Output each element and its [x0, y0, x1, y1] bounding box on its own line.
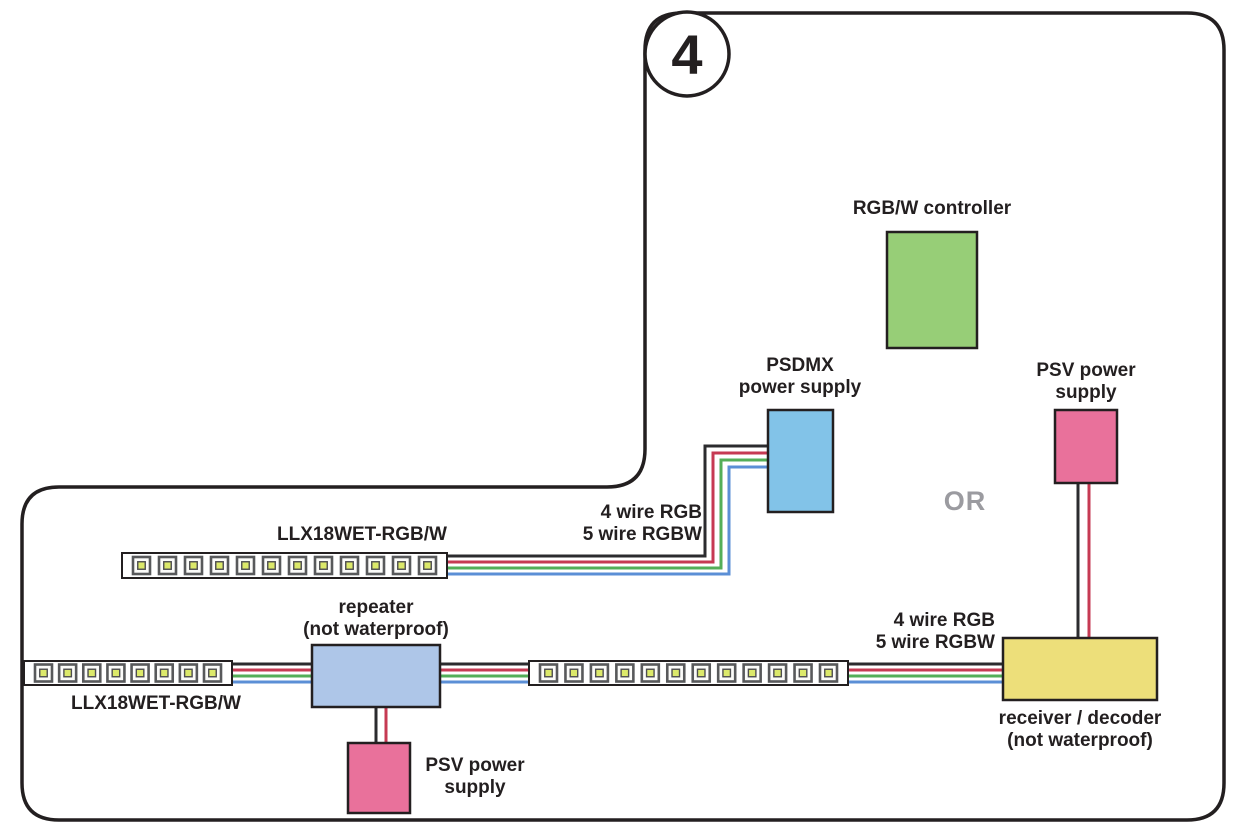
blue-wire-top-bundle	[447, 465, 768, 576]
repeater-label: repeater (not waterproof)	[286, 597, 466, 642]
wire-right-label-line2: 5 wire RGBW	[875, 632, 995, 654]
or-label-text: OR	[943, 486, 987, 516]
wire-mid-label-line1: 4 wire RGB	[600, 502, 702, 523]
black-wire-top-bundle	[447, 444, 768, 558]
led-chips-bottom-left	[33, 663, 223, 683]
psdmx-label-line2: power supply	[738, 377, 862, 399]
strip-bottom-label: LLX18WET-RGB/W	[46, 693, 266, 715]
wire-mid-label: 4 wire RGB 5 wire RGBW	[520, 502, 702, 547]
black-power-wires	[374, 483, 1080, 744]
strip-top-label: LLX18WET-RGB/W	[240, 524, 447, 546]
wire-right-label-line1: 4 wire RGB	[893, 610, 995, 631]
strip-top-label-text: LLX18WET-RGB/W	[277, 524, 447, 545]
figure-number: 4	[671, 23, 702, 86]
controller-label: RGB/W controller	[832, 198, 1032, 220]
psv-top-label-line2: supply	[1055, 382, 1117, 404]
psv-bottom-label-line2: supply	[444, 777, 506, 799]
green-wire-top-bundle	[447, 458, 768, 570]
strip-bottom-label-text: LLX18WET-RGB/W	[71, 693, 241, 714]
rgbw-controller-box	[885, 230, 979, 350]
led-strip-bottom-left	[23, 660, 233, 686]
repeater-box	[310, 643, 442, 709]
wire-mid-label-line2: 5 wire RGBW	[582, 524, 702, 546]
controller-label-text: RGB/W controller	[852, 198, 1012, 219]
red-power-wires	[384, 483, 1091, 744]
receiver-label: receiver / decoder (not waterproof)	[980, 708, 1180, 753]
red-wire-top-bundle	[447, 451, 768, 564]
psdmx-label-line1: PSDMX	[766, 355, 834, 376]
diagram-border	[20, 11, 1226, 822]
led-chips-top	[131, 555, 438, 576]
repeater-label-line2: (not waterproof)	[303, 619, 449, 641]
wire-right-label: 4 wire RGB 5 wire RGBW	[815, 610, 995, 655]
receiver-label-line2: (not waterproof)	[1007, 730, 1153, 752]
psv-top-label-line1: PSV power	[1036, 360, 1136, 381]
psv-bottom-label: PSV power supply	[415, 755, 535, 800]
receiver-label-line1: receiver / decoder	[998, 708, 1162, 729]
psv-power-supply-bottom-box	[346, 741, 412, 815]
psdmx-label: PSDMX power supply	[710, 355, 890, 400]
receiver-decoder-box	[1001, 636, 1159, 702]
psdmx-power-supply-box	[766, 408, 835, 514]
psv-bottom-label-line1: PSV power	[425, 755, 525, 776]
psv-top-label: PSV power supply	[1006, 360, 1166, 405]
figure-number-badge	[643, 10, 731, 98]
or-label: OR	[905, 486, 1025, 518]
repeater-label-line1: repeater	[338, 597, 414, 618]
psv-power-supply-top-box	[1053, 408, 1119, 485]
led-chips-bottom-middle	[538, 663, 839, 683]
